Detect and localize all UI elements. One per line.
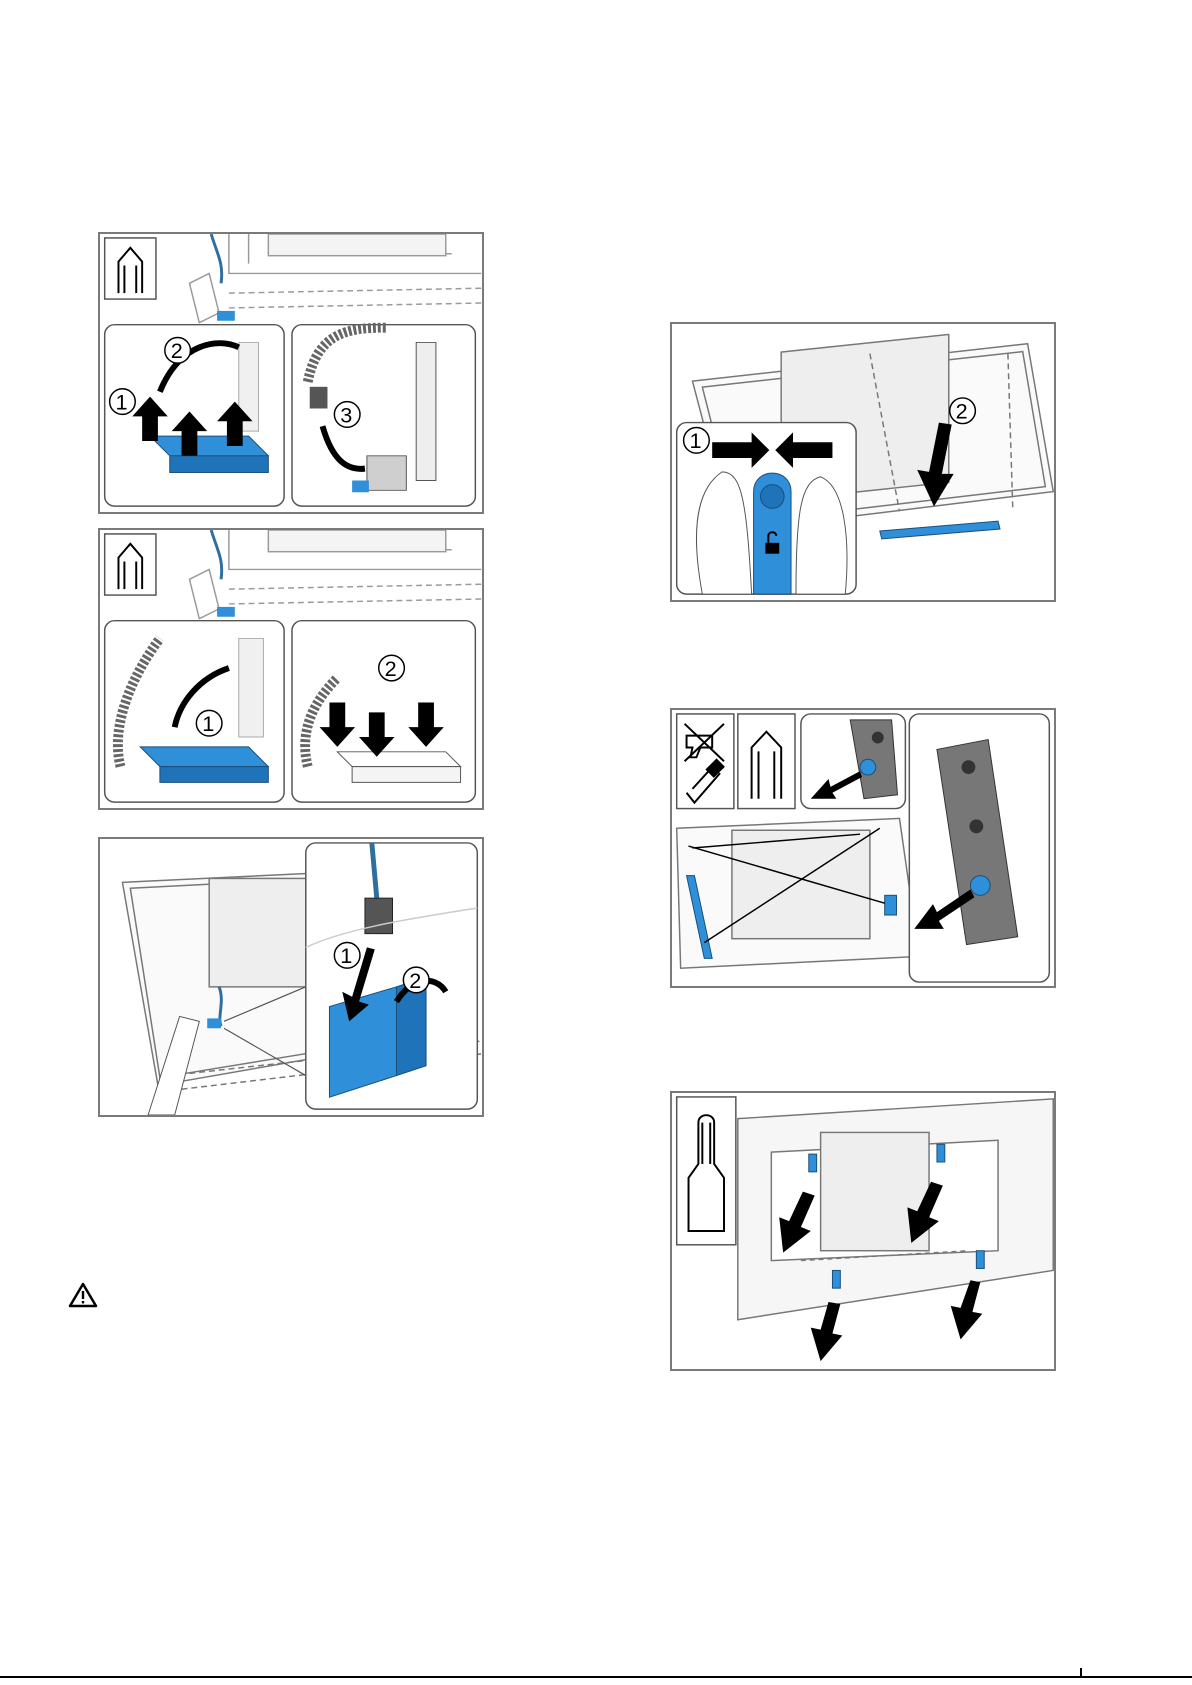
- hood-background: [189, 530, 481, 619]
- step-number: 2: [409, 968, 421, 993]
- connector-mini-1: [217, 311, 235, 321]
- step-number: 2: [385, 656, 397, 681]
- side-panel-right: [885, 895, 897, 915]
- warning-triangle-icon: [68, 1282, 98, 1308]
- step-number: 2: [171, 338, 183, 363]
- hood-outline: [677, 818, 919, 968]
- cable-blue-2: [211, 530, 222, 579]
- hood-outline: [738, 1099, 1053, 1320]
- hood-background: [189, 234, 481, 323]
- connector-mini-3: [207, 1018, 221, 1028]
- footer-rule: [0, 1676, 1192, 1678]
- filter-bar: [880, 521, 1000, 539]
- tool-frame-6: [677, 1097, 736, 1245]
- connector-mini-2: [217, 607, 235, 617]
- step-number: 1: [116, 389, 128, 414]
- figure-fit-connector-box: 1 2: [98, 528, 484, 810]
- figure-plug-in-cable: 1 2: [98, 837, 484, 1117]
- socket-tool-frame-5: [738, 714, 795, 809]
- step-number: 1: [340, 943, 352, 968]
- figure-remove-connector-box: 2 1 3: [98, 232, 484, 514]
- step-number: 3: [340, 402, 352, 427]
- step-number: 1: [202, 711, 214, 736]
- cable-blue-1: [211, 234, 222, 283]
- footer-tick: [1080, 1668, 1082, 1678]
- figure-remove-frame-screws: [670, 1091, 1056, 1371]
- figure-remove-side-panels: [670, 708, 1056, 988]
- step-number: 1: [690, 428, 702, 453]
- figure-release-grease-filter: 2 1: [670, 322, 1056, 602]
- step-number: 2: [956, 399, 968, 424]
